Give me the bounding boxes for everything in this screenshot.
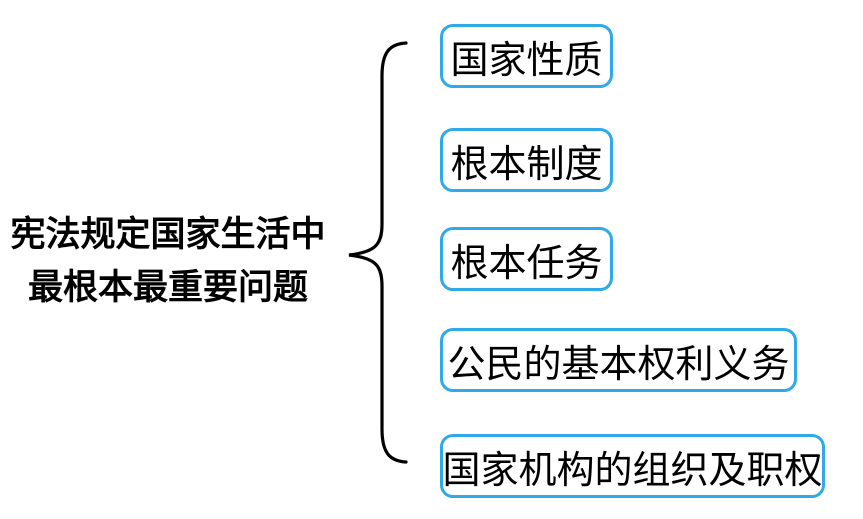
curly-brace <box>330 0 420 519</box>
branch-node-label: 国家机构的组织及职权 <box>442 449 823 492</box>
branch-node-gongminquanli: 公民的基本权利义务 <box>440 328 797 392</box>
branch-node-genbenzhidu: 根本制度 <box>440 128 613 192</box>
root-topic-line2: 最根本最重要问题 <box>27 268 308 307</box>
branch-node-label: 公民的基本权利义务 <box>447 343 790 386</box>
root-topic-line1: 宪法规定国家生活中 <box>10 215 326 254</box>
branch-node-label: 根本任务 <box>450 242 603 285</box>
curly-brace-icon <box>348 41 408 464</box>
branch-node-guojiaxingzhi: 国家性质 <box>440 24 613 88</box>
branch-node-guojiajigou: 国家机构的组织及职权 <box>440 434 825 498</box>
branch-node-label: 根本制度 <box>450 143 603 186</box>
root-topic-label: 宪法规定国家生活中 最根本最重要问题 <box>0 208 336 314</box>
branch-node-genbenrenwu: 根本任务 <box>440 227 613 291</box>
branch-node-label: 国家性质 <box>450 39 603 82</box>
